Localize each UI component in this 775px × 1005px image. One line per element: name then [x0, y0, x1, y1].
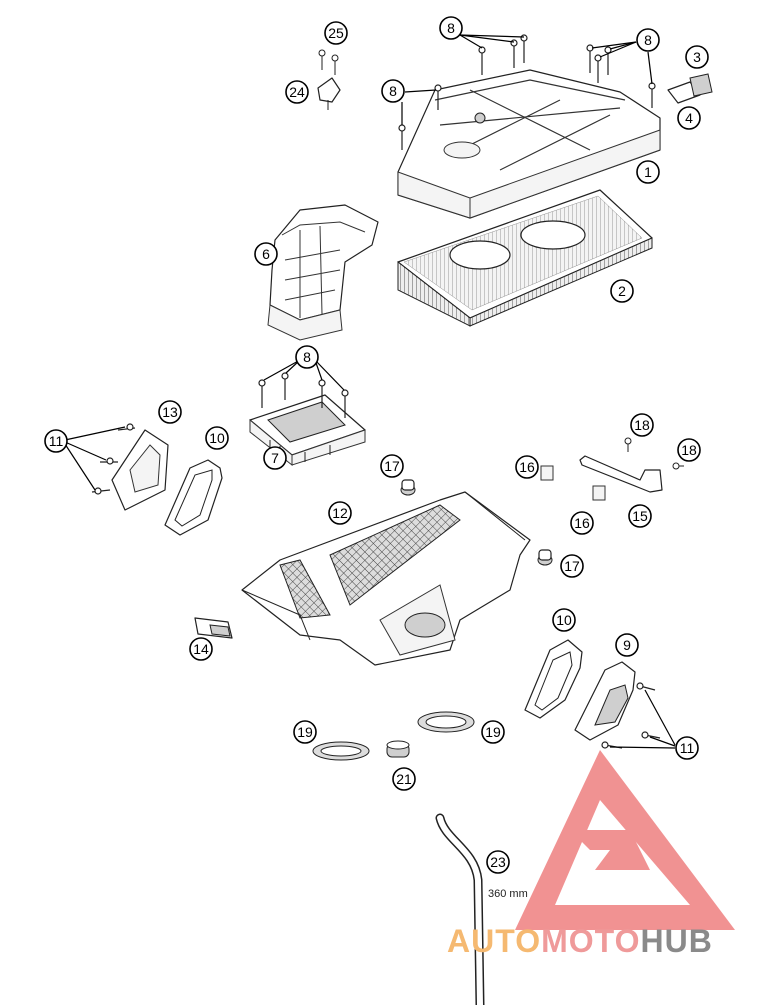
svg-text:16: 16 [574, 515, 590, 531]
part-sensor [317, 49, 341, 110]
callout-group: 1 2 3 4 6 7 8 8 8 8 9 10 10 11 11 12 13 … [44, 16, 709, 874]
svg-text:14: 14 [193, 641, 209, 657]
svg-text:23: 23 [490, 854, 506, 870]
part-clip [194, 617, 233, 639]
callout-1: 1 [636, 160, 660, 184]
callout-19-left: 19 [293, 720, 317, 744]
callout-3: 3 [685, 45, 709, 69]
leader-lines-11-right [609, 689, 676, 749]
svg-text:3: 3 [693, 49, 701, 65]
callout-11-right: 11 [675, 736, 699, 760]
svg-text:13: 13 [162, 404, 178, 420]
callout-10-right: 10 [552, 608, 576, 632]
callout-23: 23 [486, 850, 510, 874]
part-clip-nut-upper [540, 465, 554, 481]
svg-text:8: 8 [389, 83, 397, 99]
svg-text:18: 18 [634, 417, 650, 433]
callout-19-right: 19 [481, 720, 505, 744]
logo-mark-icon [515, 750, 735, 930]
part-plug-lower [537, 549, 553, 566]
callout-18-upper: 18 [630, 413, 654, 437]
dimension-label: 360 mm [488, 888, 528, 900]
bolt-set-left [91, 423, 136, 495]
part-side-bracket-left [111, 429, 169, 511]
svg-text:4: 4 [685, 110, 693, 126]
callout-17-lower: 17 [560, 554, 584, 578]
callout-15: 15 [628, 504, 652, 528]
svg-text:12: 12 [332, 505, 348, 521]
part-intake-duct [267, 204, 379, 341]
svg-text:11: 11 [680, 740, 695, 756]
callout-8-top-left: 8 [439, 16, 463, 40]
part-gasket-right [524, 639, 583, 719]
callout-7: 7 [263, 446, 287, 470]
callout-16-upper: 16 [515, 455, 539, 479]
part-sensor-seal [667, 73, 713, 104]
callout-4: 4 [677, 106, 701, 130]
part-grommet [386, 740, 410, 758]
callout-13: 13 [158, 400, 182, 424]
svg-text:11: 11 [49, 433, 64, 449]
callout-14: 14 [189, 637, 213, 661]
svg-text:1: 1 [644, 164, 652, 180]
bolt-set-top [398, 34, 656, 150]
part-drain-hose [435, 813, 485, 1005]
svg-text:17: 17 [384, 458, 400, 474]
svg-text:19: 19 [297, 724, 313, 740]
callout-8-side: 8 [381, 79, 405, 103]
callout-21: 21 [392, 767, 416, 791]
svg-text:10: 10 [209, 430, 225, 446]
svg-text:9: 9 [623, 637, 631, 653]
svg-text:18: 18 [681, 442, 697, 458]
callout-24: 24 [285, 80, 309, 104]
svg-text:19: 19 [485, 724, 501, 740]
callout-9: 9 [615, 633, 639, 657]
bolt-set-middle [258, 372, 349, 418]
logo-moto-text: MOTO [541, 923, 640, 959]
svg-text:25: 25 [328, 25, 344, 41]
callout-16-lower: 16 [570, 511, 594, 535]
svg-text:7: 7 [271, 450, 279, 466]
svg-text:6: 6 [262, 246, 270, 262]
leader-lines-11-left [64, 426, 126, 491]
logo-hub-text: HUB [640, 923, 712, 959]
svg-text:24: 24 [289, 84, 305, 100]
logo-wordmark: AUTOMOTOHUB [447, 923, 713, 959]
callout-11-left: 11 [44, 429, 68, 453]
callout-6: 6 [254, 242, 278, 266]
part-airbox-housing [241, 491, 531, 666]
part-gasket-left [164, 459, 223, 536]
part-screw-pair [624, 437, 684, 470]
callout-8-top-right: 8 [636, 28, 660, 52]
svg-text:21: 21 [396, 771, 412, 787]
svg-text:2: 2 [618, 283, 626, 299]
svg-text:8: 8 [303, 349, 311, 365]
callout-8-middle: 8 [295, 345, 319, 369]
svg-text:15: 15 [632, 508, 648, 524]
svg-text:8: 8 [447, 20, 455, 36]
part-seal-ring-left [312, 741, 370, 761]
callout-18-lower: 18 [677, 438, 701, 462]
part-air-filter [397, 189, 653, 327]
callout-17-upper: 17 [380, 454, 404, 478]
logo-auto-text: AUTO [447, 923, 541, 959]
callout-2: 2 [610, 279, 634, 303]
logo-mark-inner-icon [570, 830, 650, 870]
svg-text:16: 16 [519, 459, 535, 475]
part-clip-nut-lower [592, 485, 606, 501]
callout-10-left: 10 [205, 426, 229, 450]
svg-text:8: 8 [644, 32, 652, 48]
watermark-logo [515, 750, 735, 930]
part-seal-ring-right [417, 711, 475, 733]
callout-12: 12 [328, 501, 352, 525]
svg-text:17: 17 [564, 558, 580, 574]
part-side-bracket-right [574, 661, 636, 741]
leader-lines-8-top [401, 34, 653, 125]
part-plug-upper [400, 479, 416, 496]
part-rod-bracket [579, 455, 663, 493]
callout-25: 25 [324, 21, 348, 45]
svg-text:10: 10 [556, 612, 572, 628]
part-airbox-cover [397, 69, 661, 219]
